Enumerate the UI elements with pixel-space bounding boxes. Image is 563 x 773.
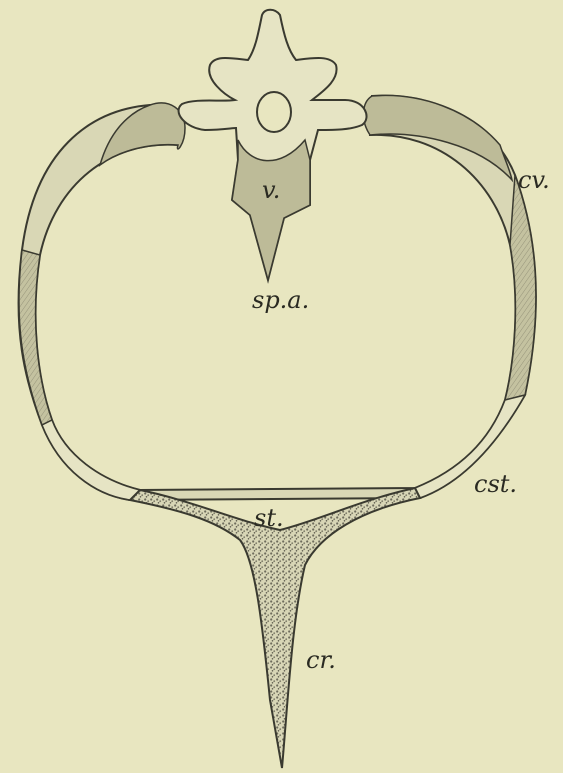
- rib-segment-left: [19, 250, 52, 425]
- label-sternum: st.: [254, 506, 284, 530]
- vertebra-centrum: [232, 140, 310, 280]
- label-vertebra: v.: [262, 178, 280, 202]
- label-crista: cr.: [306, 648, 336, 672]
- label-costal-vertebral: cv.: [518, 168, 550, 192]
- label-spinous-arch: sp.a.: [252, 288, 309, 312]
- costal-cartilage-left: [42, 420, 140, 500]
- neural-canal: [257, 92, 291, 132]
- label-costal-sternal: cst.: [474, 472, 517, 496]
